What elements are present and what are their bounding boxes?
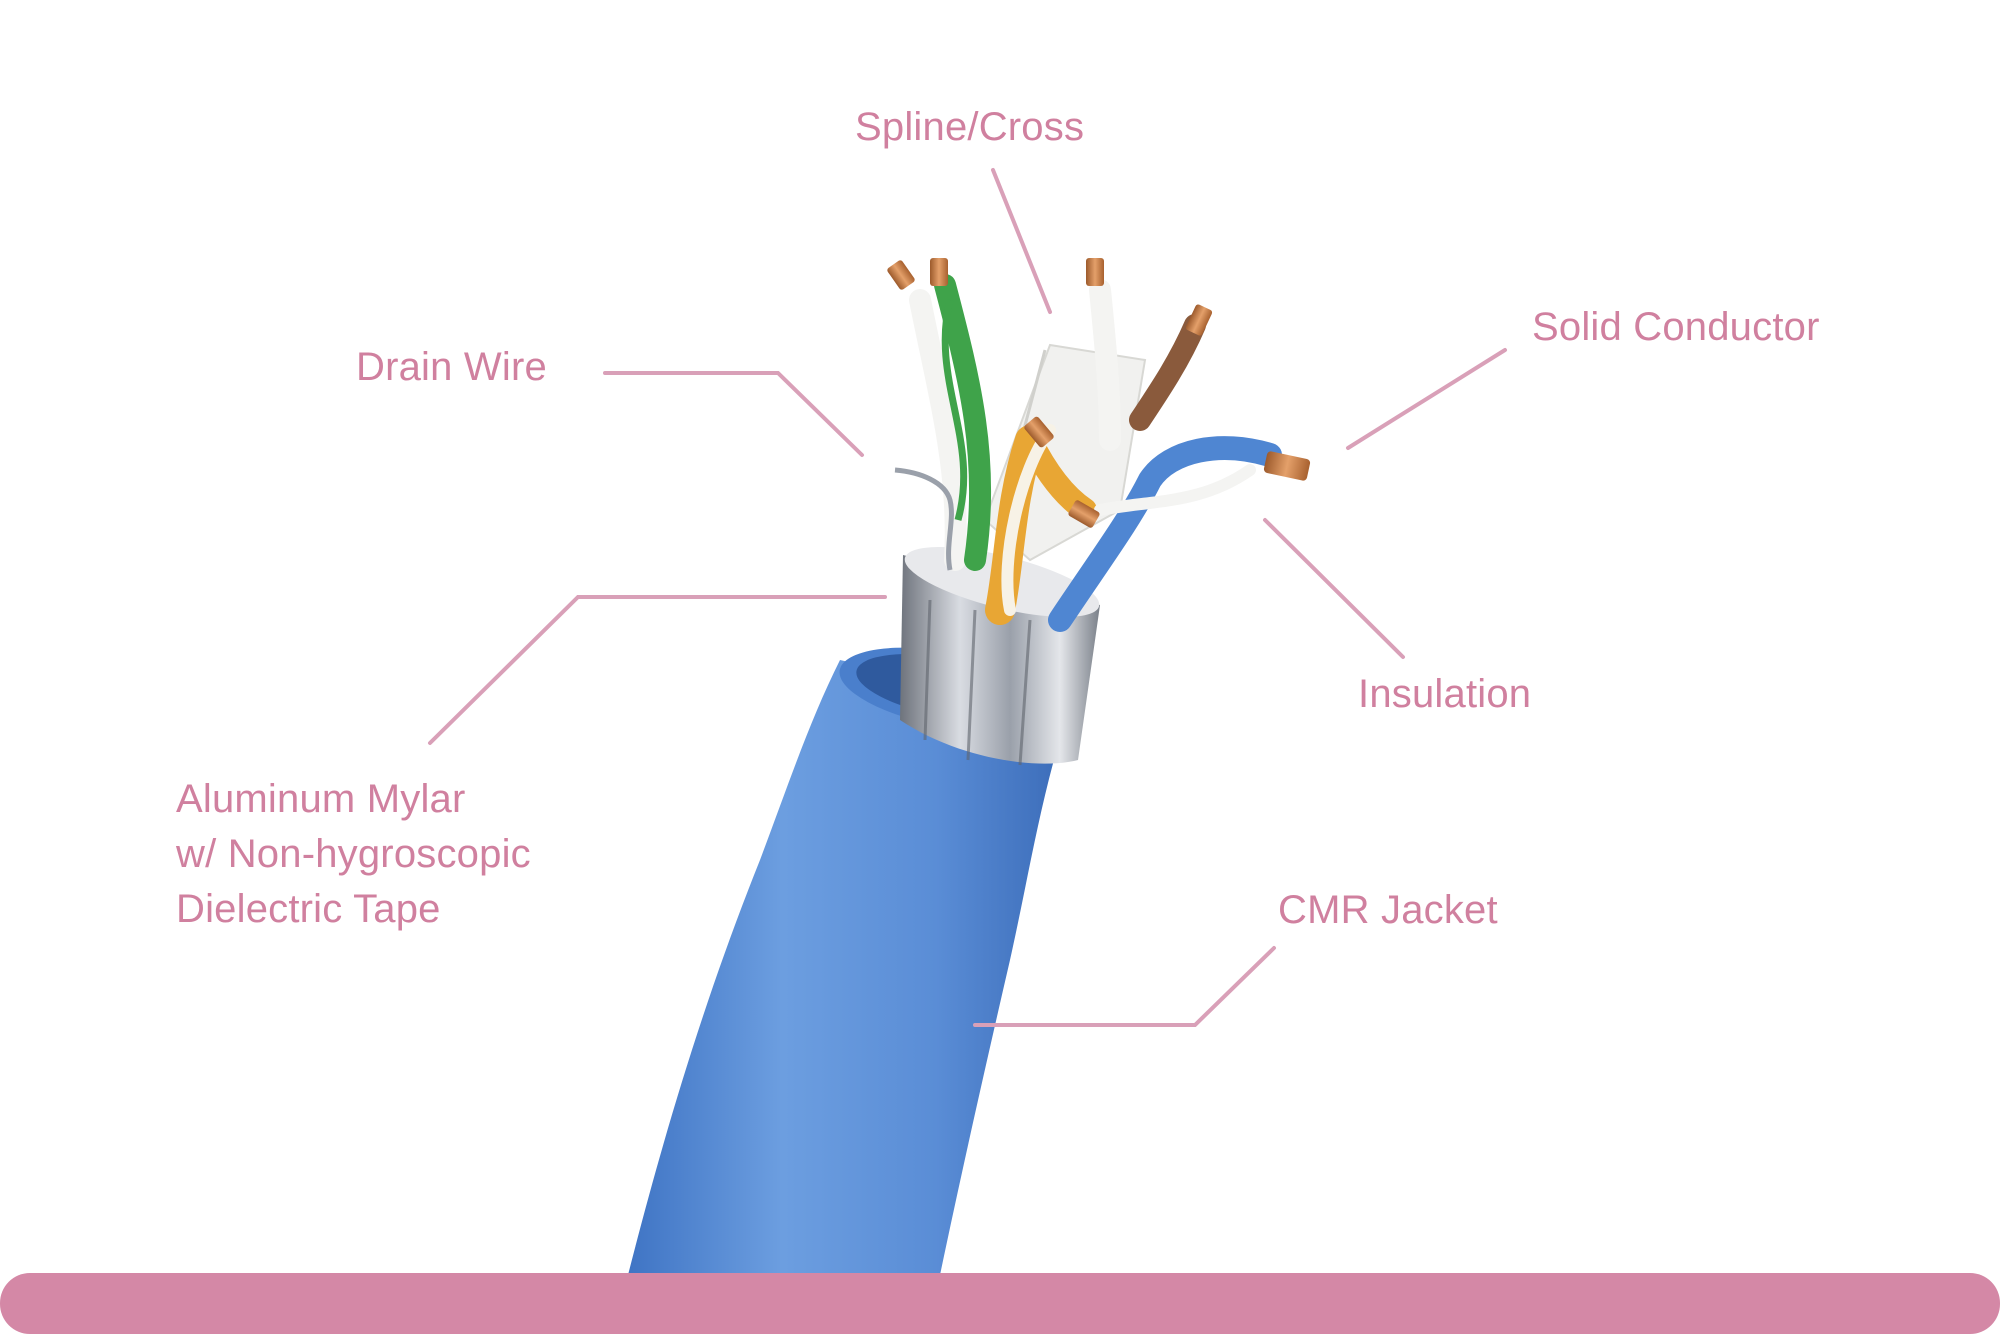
drain-wire xyxy=(894,467,954,571)
leader-lines xyxy=(428,168,1507,1027)
leader-solid-conductor xyxy=(1346,348,1507,450)
label-aluminum-mylar-line-1: Aluminum Mylar xyxy=(176,777,466,821)
blue-pair xyxy=(1048,436,1282,632)
label-aluminum-mylar-line-2: w/ Non-hygroscopic xyxy=(176,832,531,876)
label-aluminum-mylar: Aluminum Mylar w/ Non-hygroscopic Dielec… xyxy=(176,772,531,937)
leader-drain-wire xyxy=(603,371,864,457)
label-aluminum-mylar-line-3: Dielectric Tape xyxy=(176,887,441,931)
label-insulation: Insulation xyxy=(1358,672,1532,716)
leader-spline-cross xyxy=(991,168,1052,314)
label-spline-cross: Spline/Cross xyxy=(855,105,1085,149)
bottom-bar xyxy=(0,1273,2000,1334)
leader-insulation xyxy=(1263,518,1405,659)
copper-conductors xyxy=(887,258,1311,528)
label-solid-conductor: Solid Conductor xyxy=(1532,305,1820,349)
leader-aluminum-mylar xyxy=(428,595,887,745)
label-drain-wire: Drain Wire xyxy=(356,345,547,389)
brown-pair xyxy=(1089,279,1206,451)
leader-cmr-jacket xyxy=(973,946,1276,1027)
label-cmr-jacket: CMR Jacket xyxy=(1278,888,1498,932)
green-pair xyxy=(909,274,992,571)
